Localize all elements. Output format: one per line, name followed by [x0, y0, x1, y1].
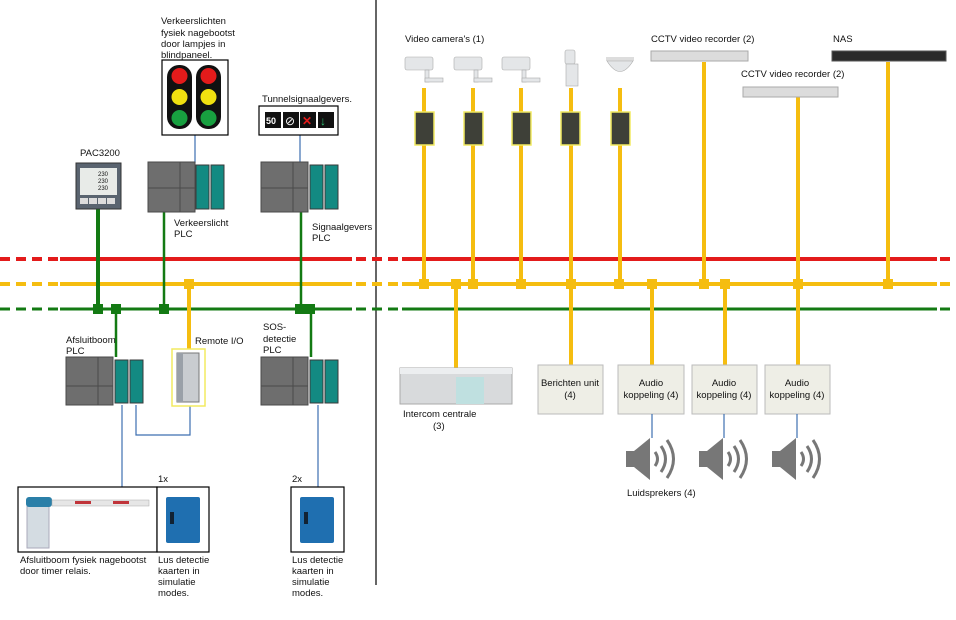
network-switches: [414, 111, 631, 146]
audio-unit-2: Audio koppeling (4): [691, 364, 758, 415]
bus-junctions-right: [419, 279, 893, 289]
svg-text:Verkeerslichten: Verkeerslichten: [161, 16, 226, 27]
verkeerslicht-plc-label-2: PLC: [174, 229, 193, 240]
end-restriction-icon: ⊘: [285, 114, 295, 128]
svg-text:blindpaneel.: blindpaneel.: [161, 50, 212, 61]
svg-text:Berichten unit: Berichten unit: [541, 378, 599, 389]
audio-unit-3: Audio koppeling (4): [764, 364, 831, 415]
svg-text:230: 230: [98, 179, 109, 185]
remote-io-label: Remote I/O: [195, 336, 244, 347]
traffic-light-panel: [161, 59, 229, 136]
speed-limit-icon: 50: [266, 116, 276, 126]
count-1x: 1x: [158, 474, 168, 485]
loop-caption-2: Lus detectie kaarten in simulatie modes.: [292, 555, 343, 599]
loop-detector-box-1: [156, 486, 210, 553]
afsluitboom-plc-label-2: PLC: [66, 346, 85, 357]
intercom-label-2: (3): [433, 421, 445, 432]
nas-label: NAS: [833, 34, 853, 45]
pac3200-meter: 230 230 230: [75, 162, 122, 210]
box-camera-icon: [404, 56, 541, 83]
svg-text:koppeling (4): koppeling (4): [697, 390, 752, 401]
afsluitboom-plc: [65, 356, 144, 406]
cameras-label: Video camera's (1): [405, 34, 484, 45]
svg-text:kaarten in: kaarten in: [292, 566, 334, 577]
loop-detector-box-2: [290, 486, 345, 553]
traffic-light-label: Verkeerslichten fysiek nagebootst door l…: [161, 16, 235, 61]
sos-plc-label-2: detectie: [263, 334, 296, 345]
speaker-icon: [699, 438, 748, 480]
verkeerslicht-plc: [147, 161, 225, 213]
intercom-centrale: [399, 367, 513, 405]
speaker-icon: [772, 438, 821, 480]
lane-open-arrow-icon: ↓: [320, 114, 326, 128]
loop-caption-1: Lus detectie kaarten in simulatie modes.: [158, 555, 209, 599]
signaalgevers-plc-label-2: PLC: [312, 233, 331, 244]
remote-io-wire: [135, 405, 191, 436]
svg-text:Audio: Audio: [785, 378, 809, 389]
remote-io-junction: [184, 279, 194, 289]
svg-text:Audio: Audio: [712, 378, 736, 389]
pac-label: PAC3200: [80, 148, 120, 159]
svg-text:simulatie: simulatie: [292, 577, 330, 588]
afsluitboom-plc-label: Afsluitboom: [66, 335, 116, 346]
cctv-recorder-2: [742, 86, 839, 98]
svg-text:Lus detectie: Lus detectie: [292, 555, 343, 566]
svg-text:(4): (4): [564, 390, 576, 401]
verkeerslicht-plc-label: Verkeerslicht: [174, 218, 229, 229]
svg-text:modes.: modes.: [158, 588, 189, 599]
svg-text:koppeling (4): koppeling (4): [624, 390, 679, 401]
tunnel-signal-panel: 50 ⊘ ✕ ↓: [258, 105, 339, 136]
speakers-label: Luidsprekers (4): [627, 488, 696, 499]
svg-text:fysiek nagebootst: fysiek nagebootst: [161, 28, 235, 39]
lane-closed-icon: ✕: [302, 114, 312, 128]
cctv2-label: CCTV video recorder (2): [741, 69, 844, 80]
barrier-caption: Afsluitboom fysiek nagebootst door timer…: [20, 555, 147, 577]
signaalgevers-plc: [260, 161, 339, 213]
svg-text:door timer relais.: door timer relais.: [20, 566, 91, 577]
audio-unit-1: Audio koppeling (4): [617, 364, 685, 415]
intercom-label: Intercom centrale: [403, 409, 476, 420]
cctv1-label: CCTV video recorder (2): [651, 34, 754, 45]
svg-text:door lampjes in: door lampjes in: [161, 39, 225, 50]
ptz-camera-icon: [564, 49, 579, 87]
svg-text:kaarten in: kaarten in: [158, 566, 200, 577]
camera-links: [422, 62, 890, 370]
nas-device: [831, 50, 947, 62]
svg-text:230: 230: [98, 172, 109, 178]
traffic-light-icon: [171, 68, 217, 126]
svg-text:Lus detectie: Lus detectie: [158, 555, 209, 566]
sos-plc: [260, 356, 339, 406]
berichten-unit: Berichten unit (4): [537, 364, 604, 415]
speaker-icon: [626, 438, 675, 480]
svg-text:Audio: Audio: [639, 378, 663, 389]
count-2x: 2x: [292, 474, 302, 485]
cctv-recorder-1: [650, 50, 749, 62]
tunnel-signal-label: Tunnelsignaalgevers.: [262, 94, 352, 105]
remote-io-module: [171, 348, 206, 407]
barrier-box: [17, 486, 158, 553]
svg-text:230: 230: [98, 186, 109, 192]
sos-plc-label-3: PLC: [263, 345, 282, 356]
dome-camera-icon: [606, 57, 634, 72]
svg-text:simulatie: simulatie: [158, 577, 196, 588]
svg-text:modes.: modes.: [292, 588, 323, 599]
sos-plc-label: SOS-: [263, 322, 286, 333]
svg-text:Afsluitboom fysiek nagebootst: Afsluitboom fysiek nagebootst: [20, 555, 147, 566]
signaalgevers-plc-label: Signaalgevers: [312, 222, 372, 233]
bus-junctions-left: [93, 304, 315, 314]
svg-text:koppeling (4): koppeling (4): [770, 390, 825, 401]
